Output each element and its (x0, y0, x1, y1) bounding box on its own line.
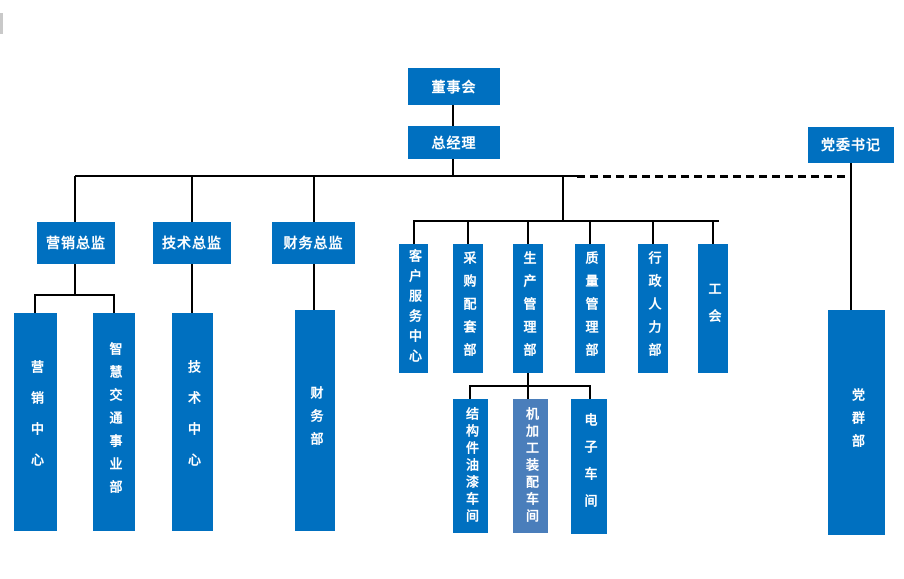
connector-drop-marketing-center (34, 295, 36, 313)
connector-drop-technology-director (191, 176, 193, 222)
node-smart-transport-division: 智慧交通事业部 (93, 313, 135, 531)
connector-drop-finance-director (313, 176, 315, 222)
node-board-of-directors: 董事会 (408, 68, 500, 105)
connector-drop-smart-transport (113, 295, 115, 313)
connector-party-vertical (850, 163, 852, 310)
connector-departments-horizontal (413, 220, 719, 222)
connector-drop-machining-assembly (527, 386, 529, 399)
left-edge-artifact (0, 13, 3, 34)
node-labor-union: 工会 (698, 244, 728, 373)
node-structural-paint-workshop: 结构件油漆车间 (453, 399, 488, 533)
node-finance-dept: 财务部 (295, 310, 335, 531)
node-finance-director: 财务总监 (272, 222, 355, 264)
connector-drop-production (527, 221, 529, 244)
connector-dashed-party (577, 175, 851, 178)
connector-drop-quality (589, 221, 591, 244)
connector-drop-marketing-director (74, 176, 76, 222)
connector-drop-electronics (589, 386, 591, 399)
node-marketing-director: 营销总监 (37, 222, 115, 264)
node-production-management-dept: 生产管理部 (513, 244, 543, 373)
connector-drop-union (712, 221, 714, 244)
connector-drop-customer-service (413, 221, 415, 244)
connector-production-branch-trunk (527, 373, 529, 387)
node-electronics-workshop: 电子车间 (571, 399, 607, 534)
connector-drop-technology-center (191, 264, 193, 313)
connector-drop-admin-hr (652, 221, 654, 244)
connector-main-horizontal (75, 175, 577, 177)
node-quality-management-dept: 质量管理部 (575, 244, 605, 373)
connector-marketing-branch-horizontal (34, 294, 115, 296)
connector-drop-departments-trunk (562, 176, 564, 221)
node-party-mass-dept: 党群部 (828, 310, 885, 535)
node-customer-service-center: 客户服务中心 (399, 244, 428, 373)
connector-drop-structural-paint (469, 386, 471, 399)
connector-board-gm (452, 105, 454, 126)
node-technology-director: 技术总监 (153, 222, 231, 264)
node-machining-assembly-workshop: 机加工装配车间 (513, 399, 548, 533)
connector-drop-finance-dept (313, 264, 315, 310)
node-party-secretary: 党委书记 (808, 127, 894, 163)
node-admin-hr-dept: 行政人力部 (638, 244, 668, 373)
node-technology-center: 技术中心 (172, 313, 213, 531)
node-general-manager: 总经理 (408, 126, 500, 159)
connector-drop-procurement (467, 221, 469, 244)
connector-marketing-branch-trunk (74, 264, 76, 295)
connector-workshops-horizontal (469, 385, 591, 387)
connector-gm-trunk (452, 159, 454, 176)
node-marketing-center: 营销中心 (14, 313, 57, 531)
node-procurement-support-dept: 采购配套部 (453, 244, 483, 373)
